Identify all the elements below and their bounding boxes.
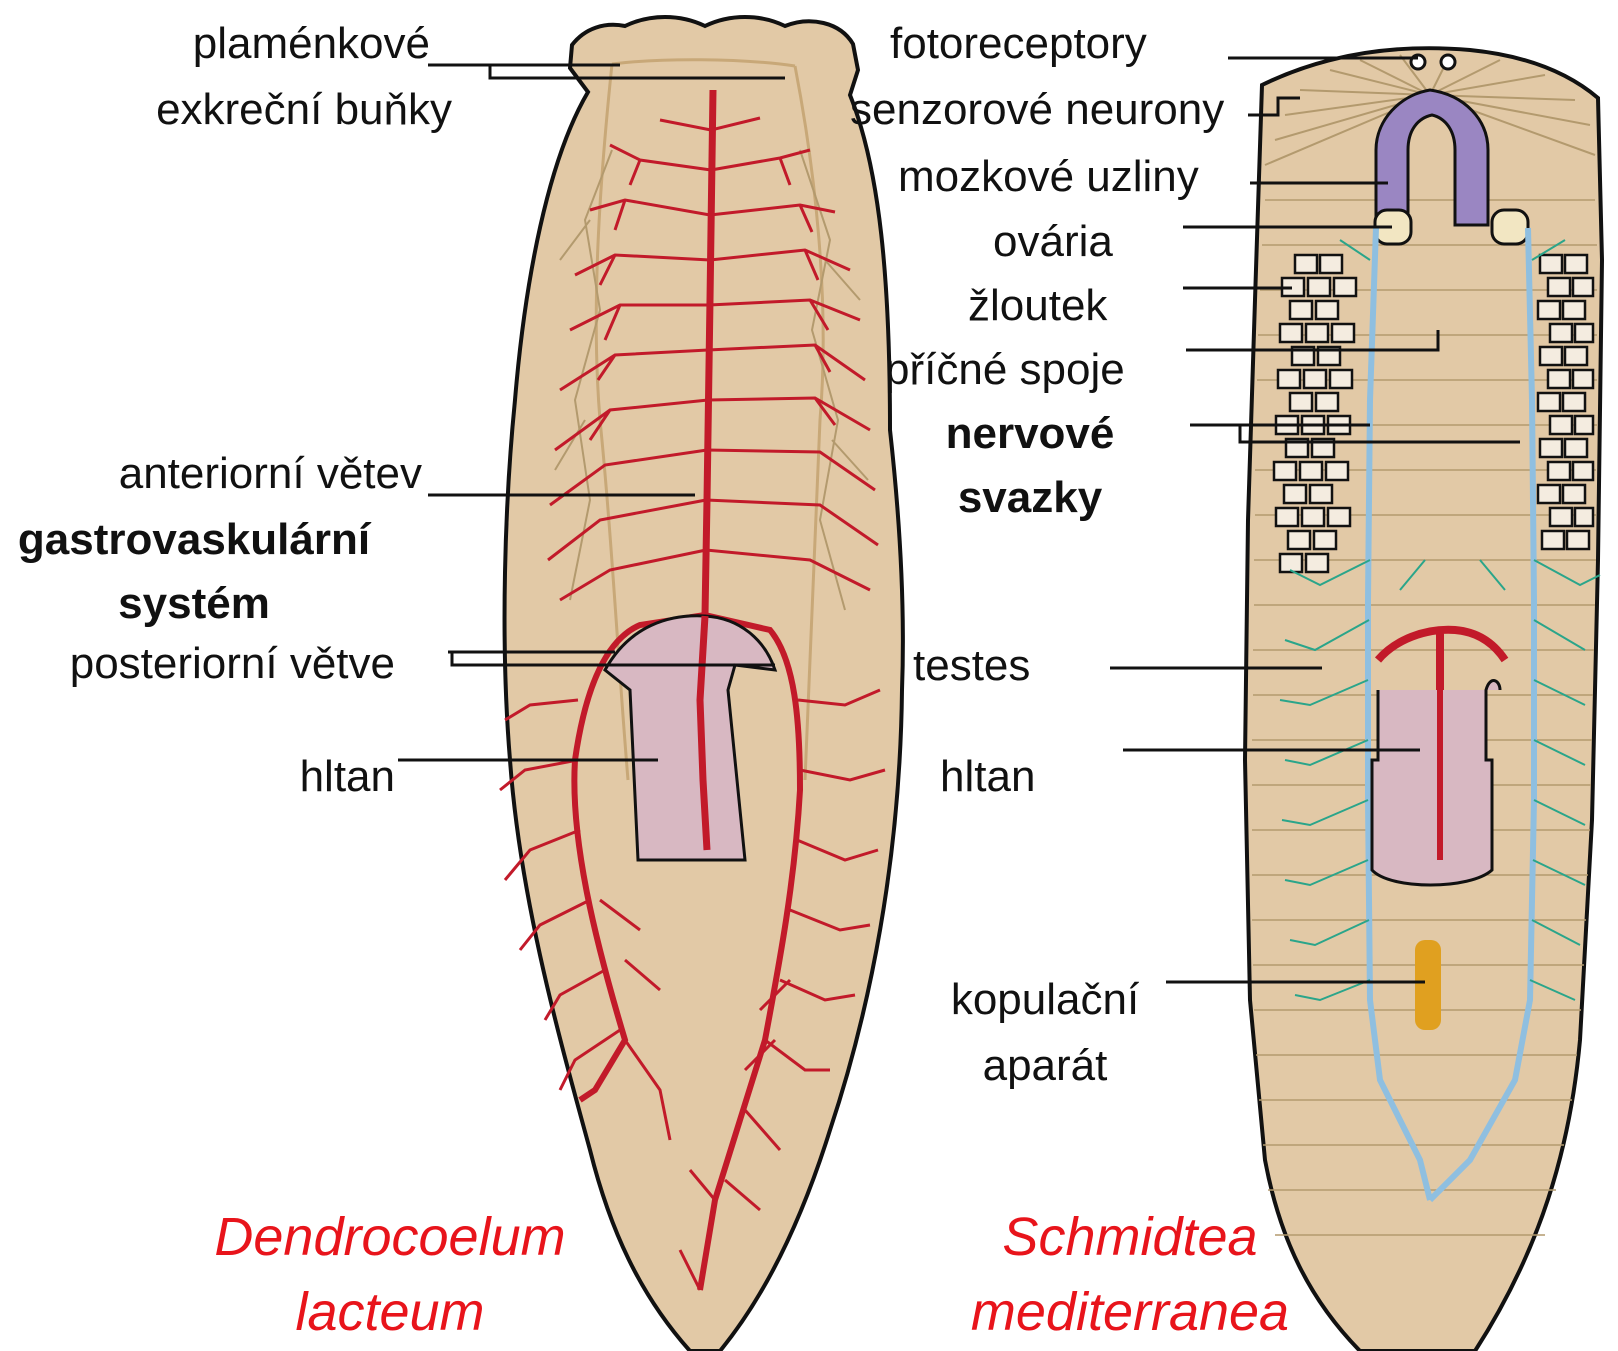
photoreceptor-right [1441, 55, 1455, 69]
label-gastrovascular-line1: gastrovaskulární [8, 518, 380, 562]
label-testes: testes [913, 644, 1030, 688]
label-copulatory-line2: aparát [930, 1044, 1160, 1088]
label-flame-cells-line1: plaménkové [120, 22, 430, 66]
species-left-line2: lacteum [180, 1285, 600, 1339]
label-nerve-cords-line1: nervové [930, 412, 1130, 456]
label-yolk: žloutek [968, 284, 1107, 328]
label-sensory-neurons: senzorové neurony [850, 88, 1224, 132]
label-commissures: příčné spoje [885, 348, 1125, 392]
left-specimen [500, 17, 903, 1351]
copulatory-apparatus [1415, 940, 1441, 1030]
right-pharynx [1372, 681, 1500, 885]
label-gastrovascular-line2: systém [8, 582, 380, 626]
label-right-pharynx: hltan [940, 755, 1035, 799]
right-specimen [1245, 48, 1602, 1351]
label-anterior-branch: anteriorní větev [30, 452, 422, 496]
species-left-line1: Dendrocoelum [180, 1210, 600, 1264]
label-ovaries: ovária [993, 220, 1113, 264]
label-left-pharynx: hltan [200, 755, 395, 799]
species-right-line1: Schmidtea [930, 1210, 1330, 1264]
label-brain-ganglia: mozkové uzliny [898, 155, 1199, 199]
label-copulatory-line1: kopulační [930, 978, 1160, 1022]
species-right-line2: mediterranea [930, 1285, 1330, 1339]
ovary-right [1492, 210, 1528, 244]
label-nerve-cords-line2: svazky [930, 476, 1130, 520]
label-posterior-branches: posteriorní větve [10, 642, 395, 686]
label-flame-cells-line2: exkreční buňky [80, 88, 452, 132]
label-photoreceptors: fotoreceptory [890, 22, 1147, 66]
